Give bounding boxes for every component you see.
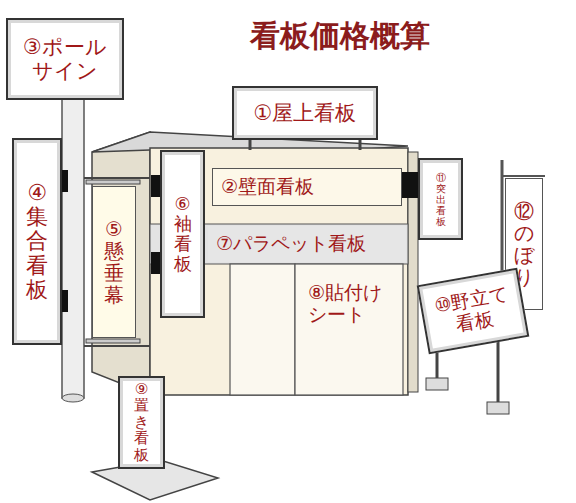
banner-bar	[86, 339, 140, 343]
sign-base	[426, 378, 448, 390]
sign-box: ③ポール サイン	[6, 18, 124, 100]
sign-box: ⑨置き看板	[118, 376, 165, 469]
flag-rod	[502, 175, 545, 177]
bracket	[62, 290, 68, 312]
sign-label: ⑧貼付け シート	[308, 282, 390, 326]
sign-leg	[359, 140, 362, 150]
title: 看板価格概算	[250, 16, 430, 57]
sign-box: ⑪突出看板	[418, 158, 463, 240]
sign-base	[487, 402, 509, 414]
sign-label: ④集合看板	[26, 181, 48, 302]
sign-box: ④集合看板	[12, 138, 62, 345]
bracket	[402, 172, 418, 198]
banner-rod	[84, 345, 150, 347]
sign-leg	[249, 140, 252, 150]
banner-rod	[84, 177, 150, 179]
sign-box: ②壁面看板	[212, 168, 402, 206]
sign-box: ⑤懸垂幕	[92, 186, 136, 338]
sign-label: ③ポール サイン	[9, 35, 120, 83]
pole	[62, 98, 84, 398]
banner-bar	[86, 180, 140, 184]
window	[295, 264, 403, 395]
sign-label: ⑤懸垂幕	[104, 218, 124, 306]
bracket	[151, 252, 160, 274]
door	[230, 264, 295, 395]
sign-box: ⑦パラペット看板	[208, 226, 406, 262]
pole-foot	[62, 394, 84, 402]
sign-leg	[497, 340, 500, 404]
sign-box: ⑥袖看板	[160, 150, 205, 318]
sign-label: ①屋上看板	[254, 101, 357, 125]
bracket	[151, 175, 160, 197]
sign-label: ⑩野立て 看板	[429, 282, 517, 339]
sign-box: ⑧貼付け シート	[300, 272, 400, 336]
sign-box: ①屋上看板	[232, 86, 378, 140]
sign-label: ⑪突出看板	[436, 172, 446, 227]
sign-label: ⑨置き看板	[134, 381, 149, 464]
building-side	[92, 132, 150, 395]
sign-label: ⑦パラペット看板	[216, 233, 366, 255]
sign-label: ②壁面看板	[221, 176, 314, 198]
sign-box: ⑩野立て 看板	[417, 268, 530, 355]
sign-label: ⑥袖看板	[174, 194, 192, 273]
bracket	[62, 170, 68, 192]
building-front	[150, 148, 408, 395]
